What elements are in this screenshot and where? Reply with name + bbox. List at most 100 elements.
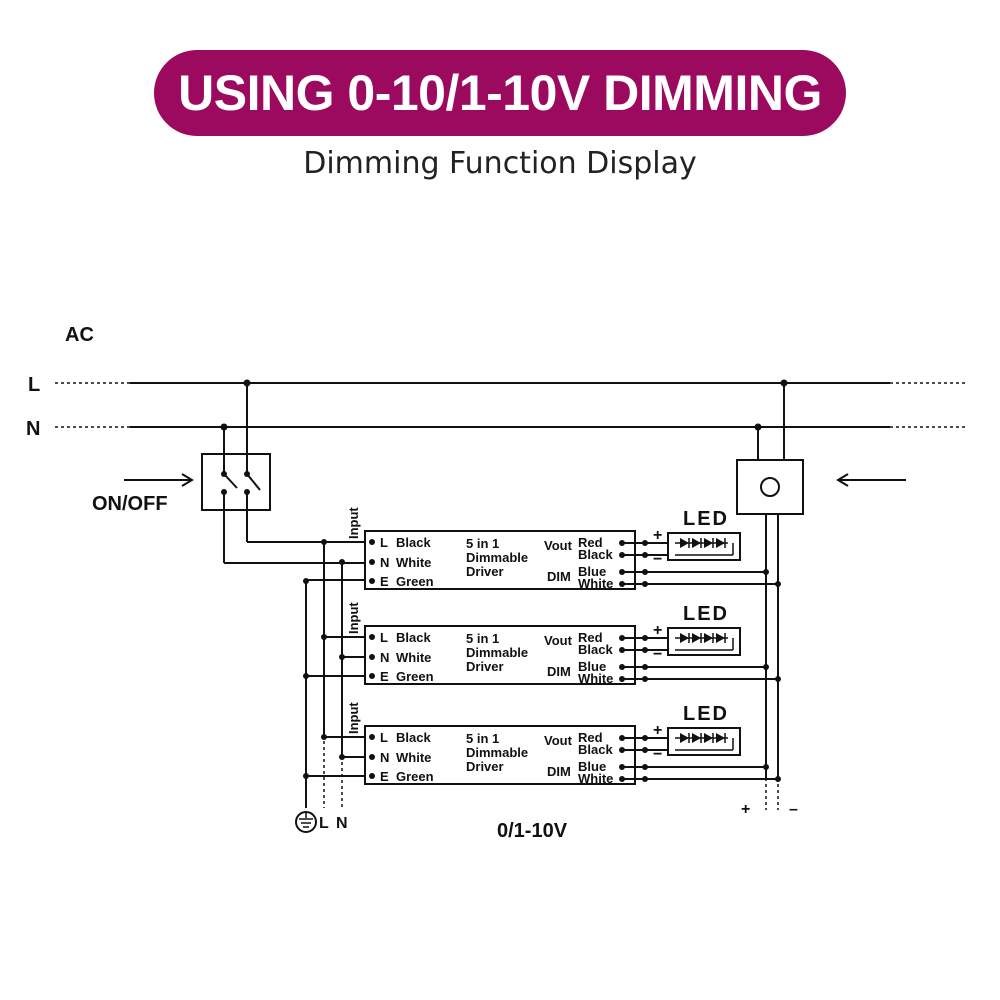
wire-white-label: White bbox=[578, 771, 613, 786]
driver-name-line: 5 in 1 bbox=[466, 631, 499, 646]
pin-l-wire-color: Black bbox=[396, 630, 431, 645]
diode-icon bbox=[692, 733, 701, 743]
pin-n-label: N bbox=[380, 650, 389, 665]
junction-dot bbox=[220, 423, 228, 431]
switch-contact-dot bbox=[221, 471, 227, 477]
pin-e-label: E bbox=[380, 769, 389, 784]
dimmer-box bbox=[736, 459, 804, 515]
input-label: Input bbox=[346, 602, 361, 634]
diode-icon bbox=[680, 538, 689, 548]
wire-black-label: Black bbox=[578, 547, 613, 562]
led-plus-label: + bbox=[653, 722, 662, 739]
on-off-label: ON/OFF bbox=[92, 493, 168, 515]
diode-icon bbox=[704, 538, 713, 548]
led-minus-label: − bbox=[653, 551, 662, 568]
driver-box bbox=[364, 725, 636, 785]
junction-dot bbox=[780, 379, 788, 387]
vout-label: Vout bbox=[544, 633, 573, 648]
led-box bbox=[667, 532, 741, 561]
pin-l-label: L bbox=[380, 730, 388, 745]
diode-icon bbox=[692, 538, 701, 548]
junction-dot bbox=[243, 379, 251, 387]
n-label: N bbox=[26, 418, 40, 440]
pin-e-dot bbox=[369, 673, 375, 679]
vout-label: Vout bbox=[544, 733, 573, 748]
on-off-switch bbox=[201, 453, 271, 511]
pin-l-dot bbox=[369, 634, 375, 640]
driver-name-line: Driver bbox=[466, 659, 504, 674]
junction-dot bbox=[339, 654, 345, 660]
driver-name-line: Driver bbox=[466, 759, 504, 774]
led-minus-label: − bbox=[653, 746, 662, 763]
junction-dot bbox=[754, 423, 762, 431]
led-label: LED bbox=[683, 603, 729, 625]
driver-name-line: Dimmable bbox=[466, 745, 528, 760]
driver-name-line: Dimmable bbox=[466, 550, 528, 565]
diode-icon bbox=[716, 633, 725, 643]
dim-label: DIM bbox=[547, 764, 571, 779]
driver-name-line: 5 in 1 bbox=[466, 731, 499, 746]
switch-contact-dot bbox=[244, 471, 250, 477]
led-minus-label: − bbox=[653, 646, 662, 663]
junction-dot bbox=[775, 676, 781, 682]
pin-l-label: L bbox=[380, 535, 388, 550]
led-label: LED bbox=[683, 703, 729, 725]
driver-name-line: Dimmable bbox=[466, 645, 528, 660]
pin-l-label: L bbox=[380, 630, 388, 645]
wire-blue-label: Blue bbox=[578, 564, 606, 579]
wire-blue-label: Blue bbox=[578, 759, 606, 774]
dim-label: DIM bbox=[547, 664, 571, 679]
wire-red-label: Red bbox=[578, 535, 603, 550]
pin-e-dot bbox=[369, 578, 375, 584]
junction-dot bbox=[303, 673, 309, 679]
input-label: Input bbox=[346, 702, 361, 734]
led-box bbox=[667, 627, 741, 656]
diode-icon bbox=[692, 633, 701, 643]
switch-contact-dot bbox=[221, 489, 227, 495]
wire-black-label: Black bbox=[578, 742, 613, 757]
led-label: LED bbox=[683, 508, 729, 530]
diode-icon bbox=[716, 733, 725, 743]
driver-box bbox=[364, 530, 636, 590]
junction-dot bbox=[339, 754, 345, 760]
wire-white-label: White bbox=[578, 671, 613, 686]
pin-n-wire-color: White bbox=[396, 750, 431, 765]
page-subtitle: Dimming Function Display bbox=[303, 146, 697, 181]
pin-n-dot bbox=[369, 559, 375, 565]
led-plus-label: + bbox=[653, 622, 662, 639]
wire-black-label: Black bbox=[578, 642, 613, 657]
page-title: USING 0-10/1-10V DIMMING bbox=[178, 65, 822, 121]
pin-e-label: E bbox=[380, 574, 389, 589]
wire-blue-label: Blue bbox=[578, 659, 606, 674]
pin-n-dot bbox=[369, 654, 375, 660]
ac-label: AC bbox=[65, 324, 94, 346]
dimmer-range-label: 0/1-10V bbox=[497, 820, 568, 842]
junction-dot bbox=[763, 664, 769, 670]
junction-dot bbox=[321, 734, 327, 740]
junction-dot bbox=[775, 776, 781, 782]
pin-e-wire-color: Green bbox=[396, 669, 434, 684]
diode-icon bbox=[716, 538, 725, 548]
dimmer-knob-icon bbox=[760, 477, 780, 497]
pin-l-dot bbox=[369, 734, 375, 740]
pin-e-dot bbox=[369, 773, 375, 779]
driver-box bbox=[364, 625, 636, 685]
junction-dot bbox=[339, 559, 345, 565]
pin-l-wire-color: Black bbox=[396, 730, 431, 745]
diode-icon bbox=[704, 733, 713, 743]
pin-n-label: N bbox=[380, 555, 389, 570]
bottom-plus-label: + bbox=[741, 801, 750, 818]
pin-e-wire-color: Green bbox=[396, 769, 434, 784]
pin-n-label: N bbox=[380, 750, 389, 765]
pin-l-wire-color: Black bbox=[396, 535, 431, 550]
l-label: L bbox=[28, 374, 40, 396]
junction-dot bbox=[321, 539, 327, 545]
pin-n-dot bbox=[369, 754, 375, 760]
pin-l-dot bbox=[369, 539, 375, 545]
title-banner: USING 0-10/1-10V DIMMING bbox=[154, 50, 846, 136]
diode-icon bbox=[680, 733, 689, 743]
vout-label: Vout bbox=[544, 538, 573, 553]
